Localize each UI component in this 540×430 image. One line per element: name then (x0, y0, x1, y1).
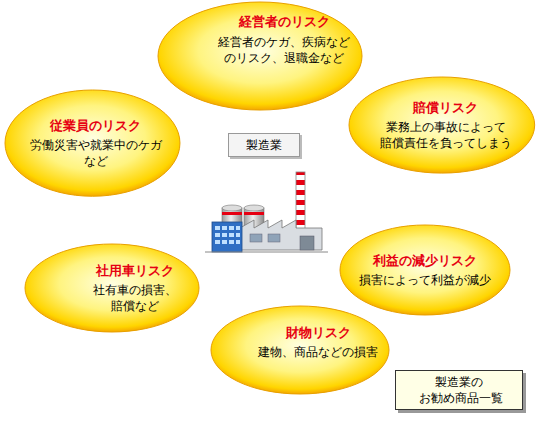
box-label: 製造業の お勧め商品一覧 (419, 374, 499, 406)
risk-title: 経営者のリスク (239, 13, 330, 31)
node-content: 社用車リスク社有車の損害、賠償など (70, 262, 200, 315)
risk-bubble: 従業員のリスク労働災害や就業中のケガ など (4, 89, 181, 197)
risk-description: 業務上の事故によって 賠償責任を負ってしまう (376, 119, 516, 151)
node-content: 製造業 (246, 137, 282, 153)
risk-description: 社有車の損害、賠償など (70, 282, 200, 314)
risk-bubble: 利益の減少リスク損害によって利益が減少 (339, 224, 511, 316)
risk-description: 経営者のケガ、疾病など のリスク、退職金など (214, 34, 354, 66)
box-label: 製造業 (246, 137, 282, 153)
risk-title: 賠償リスク (413, 99, 478, 117)
node-content: 利益の減少リスク損害によって利益が減少 (359, 252, 491, 289)
factory (205, 172, 328, 252)
bubble-shape (339, 224, 511, 316)
risk-title: 利益の減少リスク (373, 252, 477, 270)
node-content: 賠償リスク業務上の事故によって 賠償責任を負ってしまう (376, 99, 516, 152)
risk-bubble: 経営者のリスク経営者のケガ、疾病など のリスク、退職金など (157, 1, 363, 111)
risk-description: 労働災害や就業中のケガ など (26, 137, 166, 169)
risk-title: 従業員のリスク (50, 117, 141, 135)
product-link-box: 製造業の お勧め商品一覧 (395, 370, 523, 410)
risk-title: 社用車リスク (96, 262, 174, 280)
risk-bubble: 賠償リスク業務上の事故によって 賠償責任を負ってしまう (348, 76, 536, 174)
industry-label: 製造業 (228, 133, 300, 157)
node-content: 製造業の お勧め商品一覧 (419, 374, 499, 406)
risk-description: 建物、商品などの損害 (258, 344, 378, 360)
node-content: 財物リスク建物、商品などの損害 (258, 324, 378, 361)
node-content: 従業員のリスク労働災害や就業中のケガ など (26, 117, 166, 170)
risk-title: 財物リスク (286, 324, 351, 342)
risk-bubble: 財物リスク建物、商品などの損害 (210, 305, 390, 395)
risk-bubble: 社用車リスク社有車の損害、賠償など (24, 243, 200, 333)
node-content: 経営者のリスク経営者のケガ、疾病など のリスク、退職金など (214, 13, 354, 66)
risk-description: 損害によって利益が減少 (359, 272, 491, 288)
